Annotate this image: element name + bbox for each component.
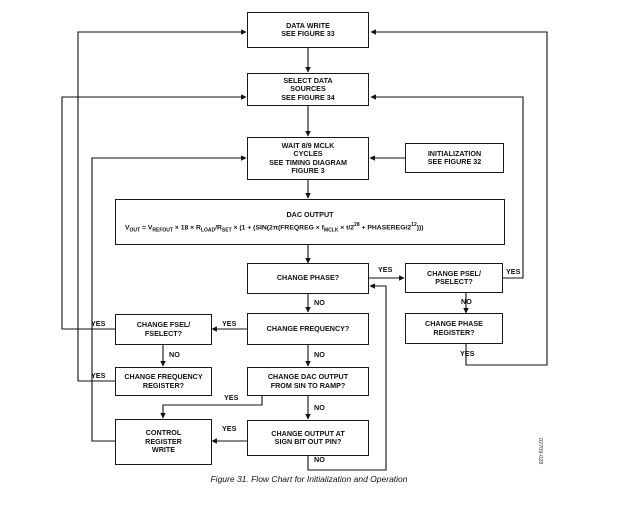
arrow-sign-no-to-phase xyxy=(307,283,387,471)
change-frequency-register-text: CHANGE FREQUENCY REGISTER? xyxy=(124,372,203,390)
figure-caption: Figure 31. Flow Chart for Initialization… xyxy=(210,474,408,484)
select-data-sources-box: SELECT DATA SOURCES SEE FIGURE 34 xyxy=(247,73,369,106)
change-sign-bit-text: CHANGE OUTPUT AT SIGN BIT OUT PIN? xyxy=(271,428,345,446)
label-yes-fsel: YES xyxy=(91,319,106,328)
eq-part1: = V xyxy=(140,224,153,232)
initialization-text: INITIALIZATION SEE FIGURE 32 xyxy=(427,148,482,166)
label-no-sign: NO xyxy=(314,455,325,464)
dac-output-box: DAC OUTPUT VOUT = VREFOUT × 18 × RLOAD/R… xyxy=(115,199,505,245)
control-register-write-box: CONTROL REGISTER WRITE xyxy=(115,419,212,465)
change-fsel-box: CHANGE FSEL/ FSELECT? xyxy=(115,314,212,345)
wait-mclk-text: WAIT 8/9 MCLK CYCLES SEE TIMING DIAGRAM … xyxy=(269,140,347,175)
change-phase-text: CHANGE PHASE? xyxy=(276,273,340,283)
eq-mclk: MCLK xyxy=(323,227,339,234)
eq-part3: × (1 + (SIN(2π(FREQREG × f xyxy=(231,224,324,232)
data-write-text: DATA WRITE SEE FIGURE 33 xyxy=(281,20,335,38)
data-write-box: DATA WRITE SEE FIGURE 33 xyxy=(247,12,369,48)
arrow-freqreg-yes-to-datawrite xyxy=(77,29,247,382)
change-psel-box: CHANGE PSEL/ PSELECT? xyxy=(405,263,503,293)
arrow-fsel-yes-to-select xyxy=(61,94,247,330)
label-yes-sign: YES xyxy=(222,424,237,433)
label-yes-phase: YES xyxy=(378,265,393,274)
select-data-sources-text: SELECT DATA SOURCES SEE FIGURE 34 xyxy=(281,75,335,102)
change-frequency-box: CHANGE FREQUENCY? xyxy=(247,313,369,345)
dac-output-title: DAC OUTPUT xyxy=(286,210,334,219)
change-sign-bit-box: CHANGE OUTPUT AT SIGN BIT OUT PIN? xyxy=(247,420,369,456)
change-dac-output-box: CHANGE DAC OUTPUT FROM SIN TO RAMP? xyxy=(247,367,369,396)
wait-mclk-box: WAIT 8/9 MCLK CYCLES SEE TIMING DIAGRAM … xyxy=(247,137,369,180)
arrow-control-to-wait xyxy=(91,155,247,442)
change-psel-text: CHANGE PSEL/ PSELECT? xyxy=(427,268,481,286)
eq-part4: × t/2 xyxy=(338,224,355,232)
eq-p12: 12 xyxy=(411,222,417,228)
eq-end: ))) xyxy=(416,224,424,232)
eq-v: V xyxy=(125,224,130,232)
label-yes-frequency: YES xyxy=(222,319,237,328)
label-no-phase: NO xyxy=(314,298,325,307)
label-no-psel: NO xyxy=(461,297,472,306)
label-yes-phasereg: YES xyxy=(460,349,475,358)
change-frequency-register-box: CHANGE FREQUENCY REGISTER? xyxy=(115,367,212,396)
control-register-write-text: CONTROL REGISTER WRITE xyxy=(145,428,182,455)
figure-id: 02709-028 xyxy=(537,438,543,465)
eq-out: OUT xyxy=(129,227,141,234)
label-yes-psel: YES xyxy=(506,267,521,276)
dac-output-equation: VOUT = VREFOUT × 18 × RLOAD/RSET × (1 + … xyxy=(125,221,424,235)
eq-p28: 28 xyxy=(354,222,360,228)
label-no-frequency: NO xyxy=(314,350,325,359)
eq-part5: + PHASEREG/2 xyxy=(359,224,412,232)
arrow-dacramp-yes-to-control xyxy=(160,396,263,419)
arrow-phasereg-yes-to-datawrite xyxy=(370,29,548,366)
arrow-psel-yes-to-select xyxy=(370,94,524,279)
change-fsel-text: CHANGE FSEL/ FSELECT? xyxy=(136,320,191,338)
change-phase-register-box: CHANGE PHASE REGISTER? xyxy=(405,313,503,344)
label-no-fsel: NO xyxy=(169,350,180,359)
change-phase-box: CHANGE PHASE? xyxy=(247,263,369,294)
label-no-dacramp: NO xyxy=(314,403,325,412)
eq-load: LOAD xyxy=(200,227,216,234)
label-yes-freqreg: YES xyxy=(91,371,106,380)
eq-refout: REFOUT xyxy=(152,227,173,234)
label-yes-dacramp: YES xyxy=(224,393,239,402)
eq-part2: × 18 × R xyxy=(172,224,201,232)
change-frequency-text: CHANGE FREQUENCY? xyxy=(266,323,350,333)
eq-slash: /R xyxy=(215,224,222,232)
eq-set: SET xyxy=(221,227,232,234)
change-dac-output-text: CHANGE DAC OUTPUT FROM SIN TO RAMP? xyxy=(267,372,349,390)
change-phase-register-text: CHANGE PHASE REGISTER? xyxy=(425,319,483,337)
initialization-box: INITIALIZATION SEE FIGURE 32 xyxy=(405,143,504,173)
